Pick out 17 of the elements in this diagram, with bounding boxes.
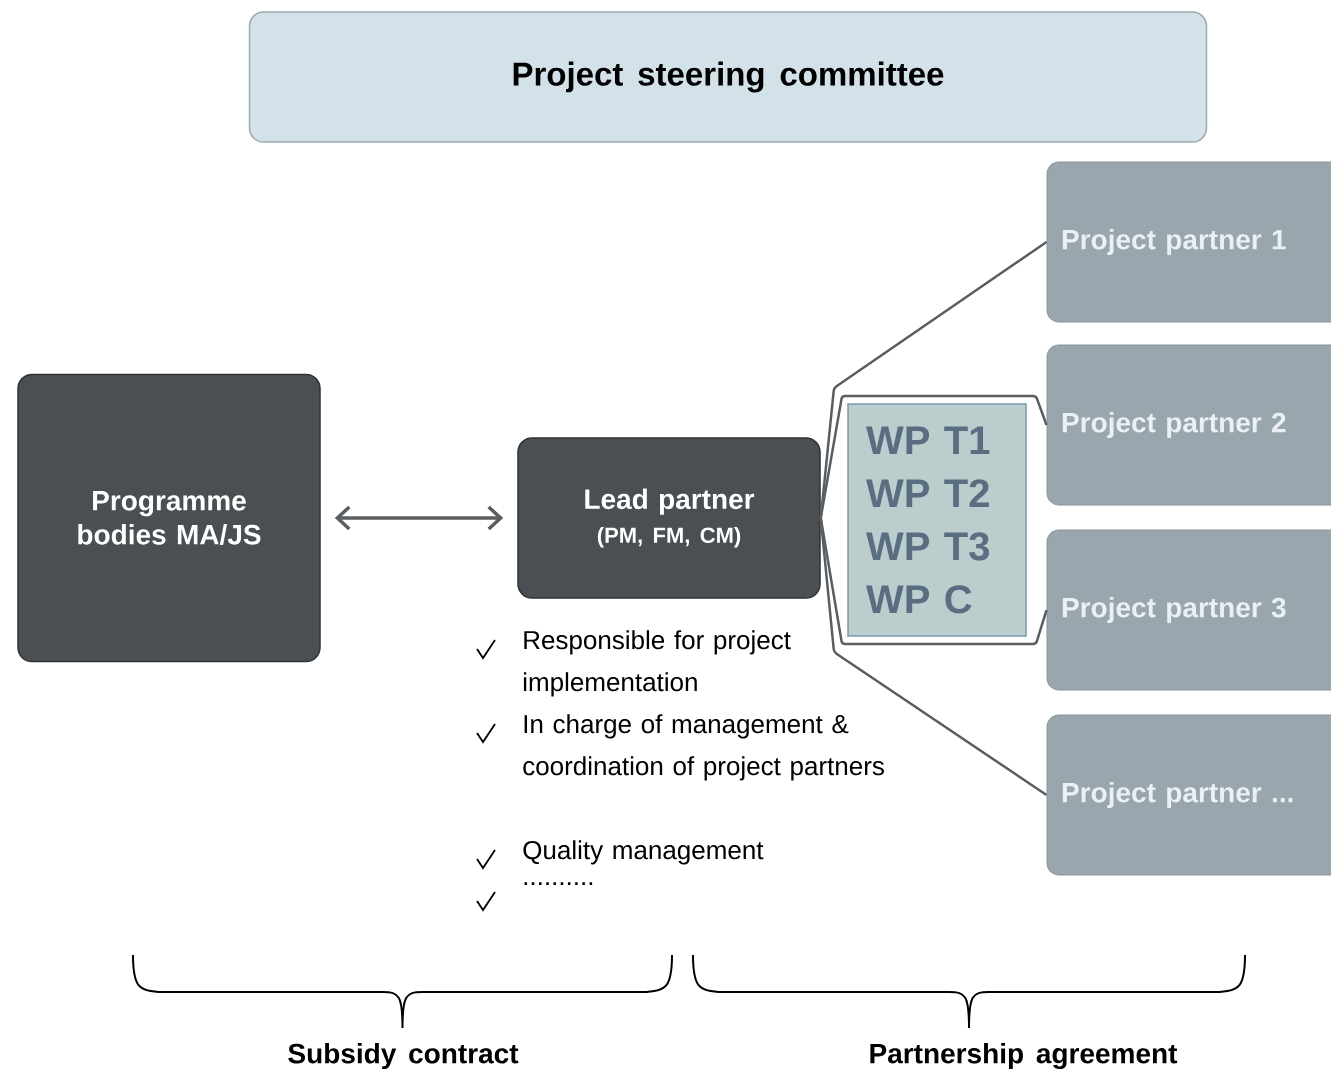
bullet-text: Responsible for project implementation bbox=[523, 630, 791, 697]
process-box: Lead partner (PM, FM, CM) bbox=[517, 437, 821, 599]
bullet-text: .......... bbox=[524, 882, 593, 885]
partner-box: Project partner 3 bbox=[1046, 529, 1331, 691]
bullet-text: In charge of management & coordination of project partners bbox=[523, 714, 884, 781]
partner-box: Project partner 2 bbox=[1046, 344, 1331, 506]
connector-line bbox=[819, 394, 1048, 519]
contract-label: Partnership agreement bbox=[870, 1042, 1178, 1070]
partner-box: Project partner 1 bbox=[1046, 161, 1331, 323]
arrow bbox=[334, 505, 504, 531]
steering-committee-box: Project steering committee bbox=[248, 11, 1208, 143]
bullet-text: Quality management bbox=[523, 840, 764, 865]
process-box: Programme bodies MA/JS bbox=[17, 373, 321, 663]
work-package-box: WP T1 WP T2 WP T3 WP C bbox=[847, 403, 1027, 637]
connector-line bbox=[819, 517, 1048, 797]
contract-label: Subsidy contract bbox=[288, 1042, 519, 1070]
partner-box: Project partner ... bbox=[1046, 714, 1331, 876]
